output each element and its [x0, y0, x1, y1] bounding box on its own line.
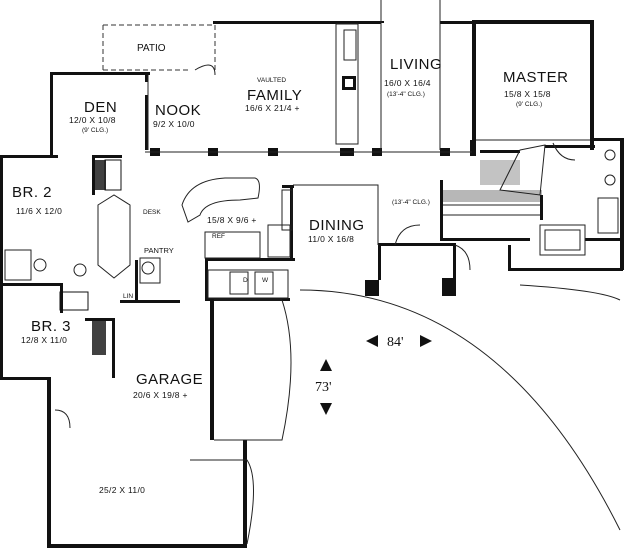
- br2-dims: 11/6 X 12/0: [16, 206, 62, 216]
- master-dims: 15/8 X 15/8: [504, 89, 551, 99]
- dining-label: DINING: [309, 217, 365, 234]
- master-note: (9' CLG.): [516, 101, 542, 108]
- depth-value: 73': [315, 380, 332, 395]
- width-value: 84': [387, 335, 404, 350]
- closet-hatching: [59, 159, 542, 355]
- linen-label: LIN: [123, 293, 133, 300]
- desk-label: DESK: [143, 209, 161, 216]
- garage-dims: 20/6 X 19/8 +: [133, 390, 188, 400]
- br3-label: BR. 3: [31, 318, 71, 335]
- width-dimension: 84': [366, 335, 432, 350]
- nook-label: NOOK: [155, 102, 201, 119]
- living-label: LIVING: [390, 56, 442, 73]
- den-dims: 12/0 X 10/8: [69, 115, 116, 125]
- family-dims: 16/6 X 21/4 +: [245, 103, 300, 113]
- garage2-dims: 25/2 X 11/0: [99, 485, 145, 495]
- den-label: DEN: [84, 99, 117, 116]
- hall-note: (13'-4" CLG.): [392, 199, 430, 206]
- wash-label: W: [262, 277, 269, 284]
- br3-dims: 12/8 X 11/0: [21, 335, 67, 345]
- living-dims: 16/0 X 16/4: [384, 78, 431, 88]
- interior-lines: [4, 0, 621, 545]
- pantry-label: PANTRY: [144, 246, 174, 255]
- arrow-down-icon: [320, 403, 332, 415]
- arrow-right-icon: [420, 335, 432, 347]
- br2-label: BR. 2: [12, 184, 52, 201]
- nook-dims: 9/2 X 10/0: [153, 119, 195, 129]
- dining-dims: 11/0 X 16/8: [308, 234, 354, 244]
- patio-outline: [102, 24, 216, 71]
- master-label: MASTER: [503, 69, 569, 86]
- dw-label: D: [243, 277, 248, 284]
- den-note: (9' CLG.): [82, 127, 108, 134]
- family-prefix: VAULTED: [257, 77, 286, 84]
- garage-label: GARAGE: [136, 371, 203, 388]
- depth-dimension: 73': [315, 359, 332, 415]
- living-note: (13'-4" CLG.): [387, 91, 425, 98]
- arrow-left-icon: [366, 335, 378, 347]
- ref-label: REF: [212, 233, 225, 240]
- kitchen-dims: 15/8 X 9/6 +: [207, 215, 257, 225]
- family-label: FAMILY: [247, 87, 302, 104]
- patio-label: PATIO: [137, 43, 166, 54]
- arrow-up-icon: [320, 359, 332, 371]
